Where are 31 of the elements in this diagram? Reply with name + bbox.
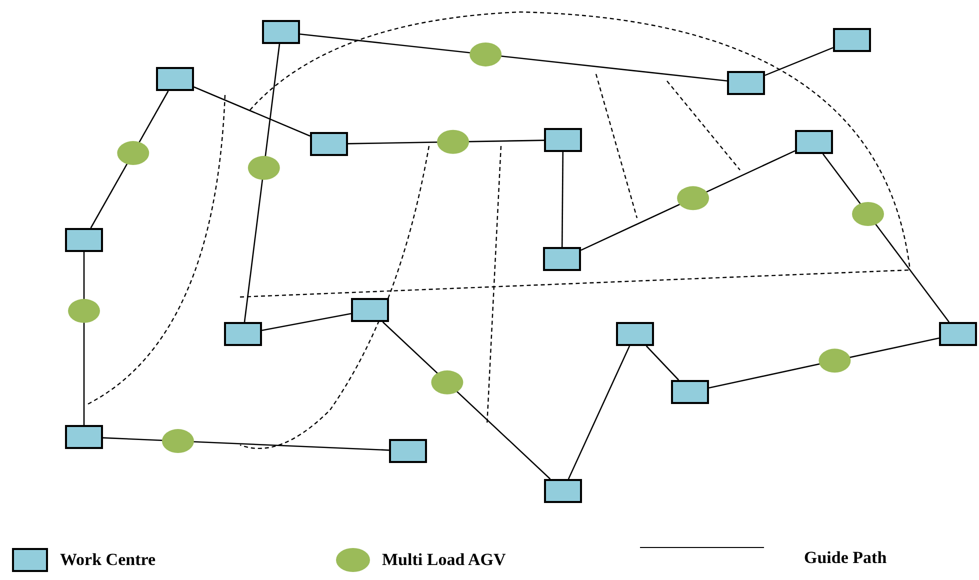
work-centre-box xyxy=(65,228,103,252)
guide-path xyxy=(300,33,728,82)
work-centre-box xyxy=(224,322,262,346)
work-centre-box xyxy=(544,479,582,503)
guide-path xyxy=(764,47,834,76)
guide-path xyxy=(568,346,630,480)
legend-label: Guide Path xyxy=(804,548,887,568)
work-centre-box xyxy=(65,425,103,449)
work-centre-box xyxy=(156,67,194,91)
work-centre-box xyxy=(939,322,977,346)
guide-path xyxy=(262,312,352,332)
guide-path xyxy=(561,152,564,247)
guide-path xyxy=(382,322,551,480)
guide-path xyxy=(646,346,680,380)
guide-path xyxy=(194,86,310,137)
work-centre-box xyxy=(544,128,582,152)
guide-path xyxy=(822,154,950,322)
guide-path xyxy=(244,44,280,322)
legend-label: Multi Load AGV xyxy=(382,550,506,570)
work-centre-box xyxy=(543,247,581,271)
work-centre-box xyxy=(795,130,833,154)
work-centre-box xyxy=(310,132,348,156)
work-centre-box xyxy=(833,28,871,52)
work-centre-box xyxy=(616,322,654,346)
legend-label: Work Centre xyxy=(60,550,156,570)
guide-path xyxy=(102,437,390,451)
work-centre-box xyxy=(351,298,389,322)
work-centre-box xyxy=(727,71,765,95)
work-centre-box xyxy=(389,439,427,463)
work-centre-box xyxy=(671,380,709,404)
work-centre-box xyxy=(262,20,300,44)
